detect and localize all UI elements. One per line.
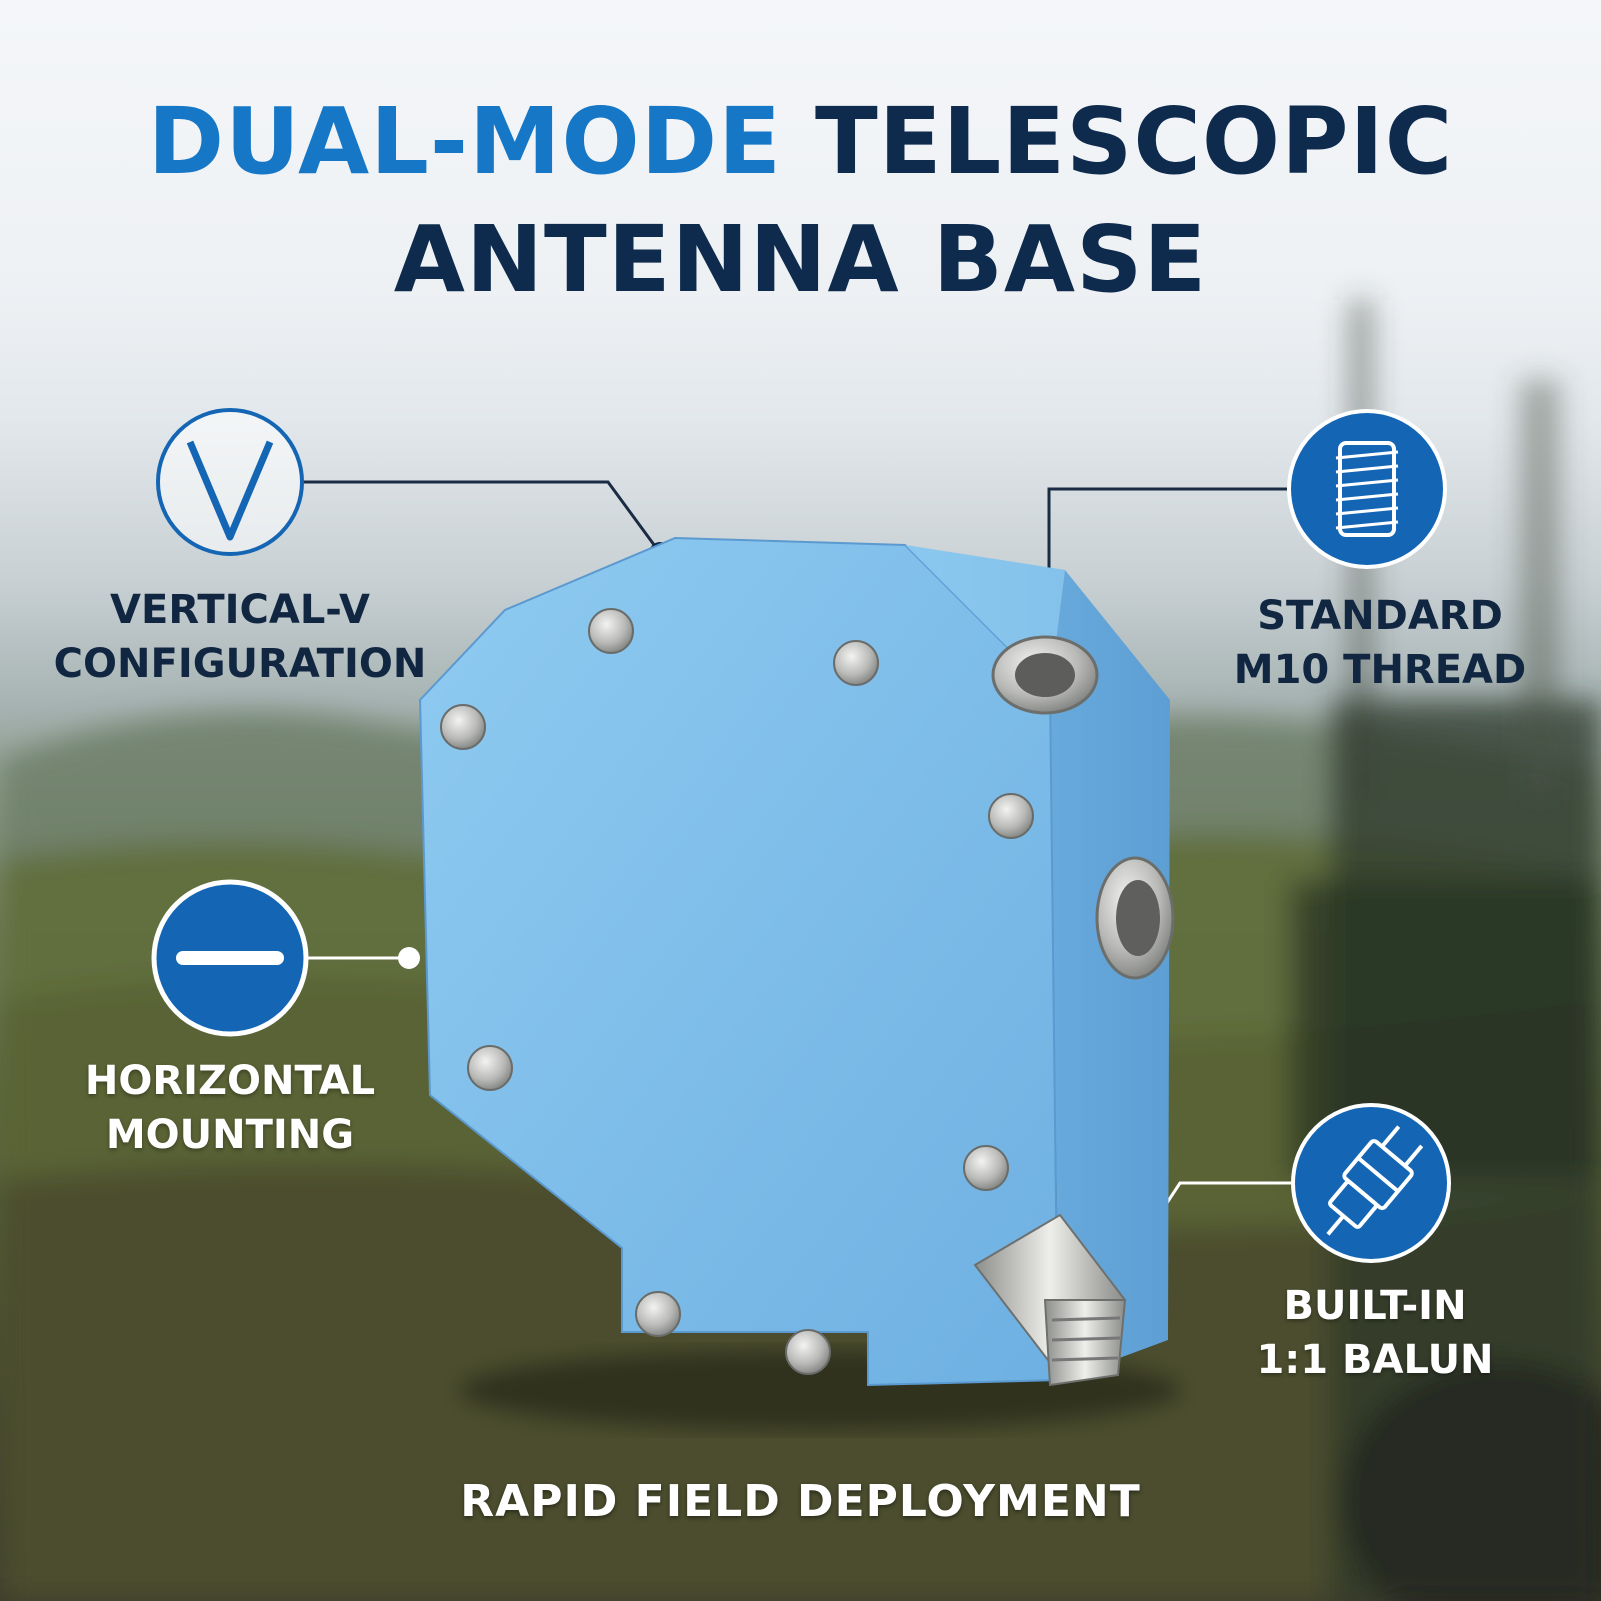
feature-label-vertical: VERTICAL-V CONFIGURATION: [30, 583, 450, 691]
feature-label-line: VERTICAL-V: [110, 587, 370, 633]
feature-label-thread: STANDARD M10 THREAD: [1185, 589, 1575, 697]
feature-label-line: STANDARD: [1257, 593, 1503, 639]
title-accent-word: DUAL-MODE: [147, 88, 782, 195]
feature-label-line: M10 THREAD: [1233, 647, 1527, 693]
feature-label-line: HORIZONTAL: [84, 1058, 376, 1104]
page-title-line-2: ANTENNA BASE: [393, 206, 1208, 313]
so239-connector: [973, 1213, 1127, 1387]
screw-thread-icon: [1287, 409, 1447, 569]
callout-dot-horizontal: [398, 947, 420, 969]
feature-label-line: 1:1 BALUN: [1256, 1337, 1494, 1383]
screws: [440, 608, 1034, 1375]
coax-connector-icon: [1291, 1103, 1451, 1263]
antenna-base-device: [418, 536, 1180, 1430]
feature-label-line: CONFIGURATION: [53, 641, 427, 687]
title-rest-words: TELESCOPIC: [781, 88, 1454, 195]
feature-label-line: BUILT-IN: [1283, 1283, 1467, 1329]
feature-label-balun: BUILT-IN 1:1 BALUN: [1210, 1279, 1540, 1387]
feature-label-horizontal: HORIZONTAL MOUNTING: [60, 1054, 400, 1162]
footer-caption: RAPID FIELD DEPLOYMENT: [460, 1476, 1141, 1527]
page-title-line-1: DUAL-MODE TELESCOPIC: [0, 96, 1601, 188]
horizontal-bar-icon: [151, 879, 309, 1037]
feature-label-line: MOUNTING: [105, 1112, 355, 1158]
v-letter-icon: [156, 408, 304, 556]
